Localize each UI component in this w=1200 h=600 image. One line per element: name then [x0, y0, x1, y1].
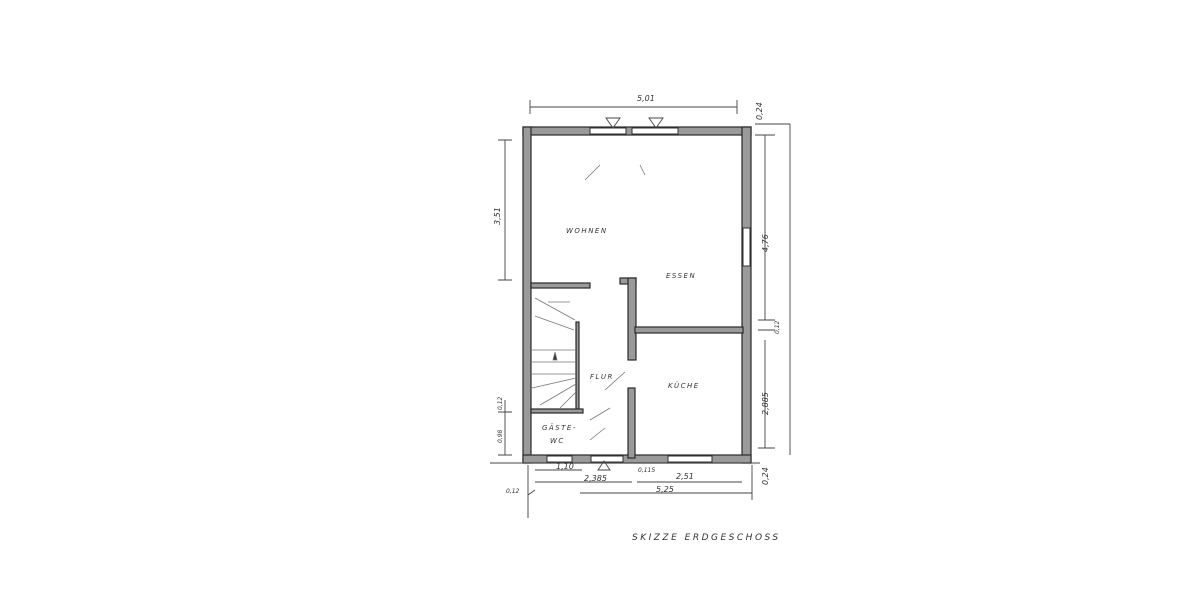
room-label-gaeste: GÄSTE- — [542, 423, 577, 432]
dim-bottom-partition: 0,115 — [638, 467, 655, 474]
dim-bottom-wc: 1,10 — [556, 462, 574, 471]
room-label-wohnen: WOHNEN — [566, 227, 608, 235]
dim-bottom-flur: 2,385 — [584, 474, 607, 483]
room-label-wc: WC — [550, 437, 565, 445]
dim-right-bottom-wall: 0,24 — [761, 467, 770, 485]
dim-bottom-kueche: 2,51 — [676, 472, 694, 481]
dim-top-width: 5,01 — [637, 94, 655, 103]
dim-right-upper: 4,76 — [761, 234, 770, 252]
plan-title: SKIZZE ERDGESCHOSS — [632, 533, 781, 543]
room-label-flur: FLUR — [590, 373, 614, 381]
staircase — [531, 164, 646, 441]
interior-walls — [530, 277, 744, 459]
dim-top-wall: 0,24 — [755, 102, 764, 120]
dimension-lines — [490, 100, 791, 518]
dim-left-upper: 3,51 — [493, 207, 502, 225]
dim-right-mid-wall: 0,12 — [774, 320, 781, 334]
room-label-essen: ESSEN — [666, 272, 696, 280]
room-label-kueche: KÜCHE — [668, 381, 700, 390]
windows — [546, 117, 751, 471]
dim-bottom-left-wall: 0,12 — [506, 488, 520, 495]
dim-left-wc-wall: 0,12 — [497, 396, 504, 410]
dim-right-lower: 2,885 — [761, 392, 770, 415]
dim-bottom-total: 5,25 — [656, 485, 674, 494]
dim-left-wc: 0,98 — [497, 429, 504, 443]
